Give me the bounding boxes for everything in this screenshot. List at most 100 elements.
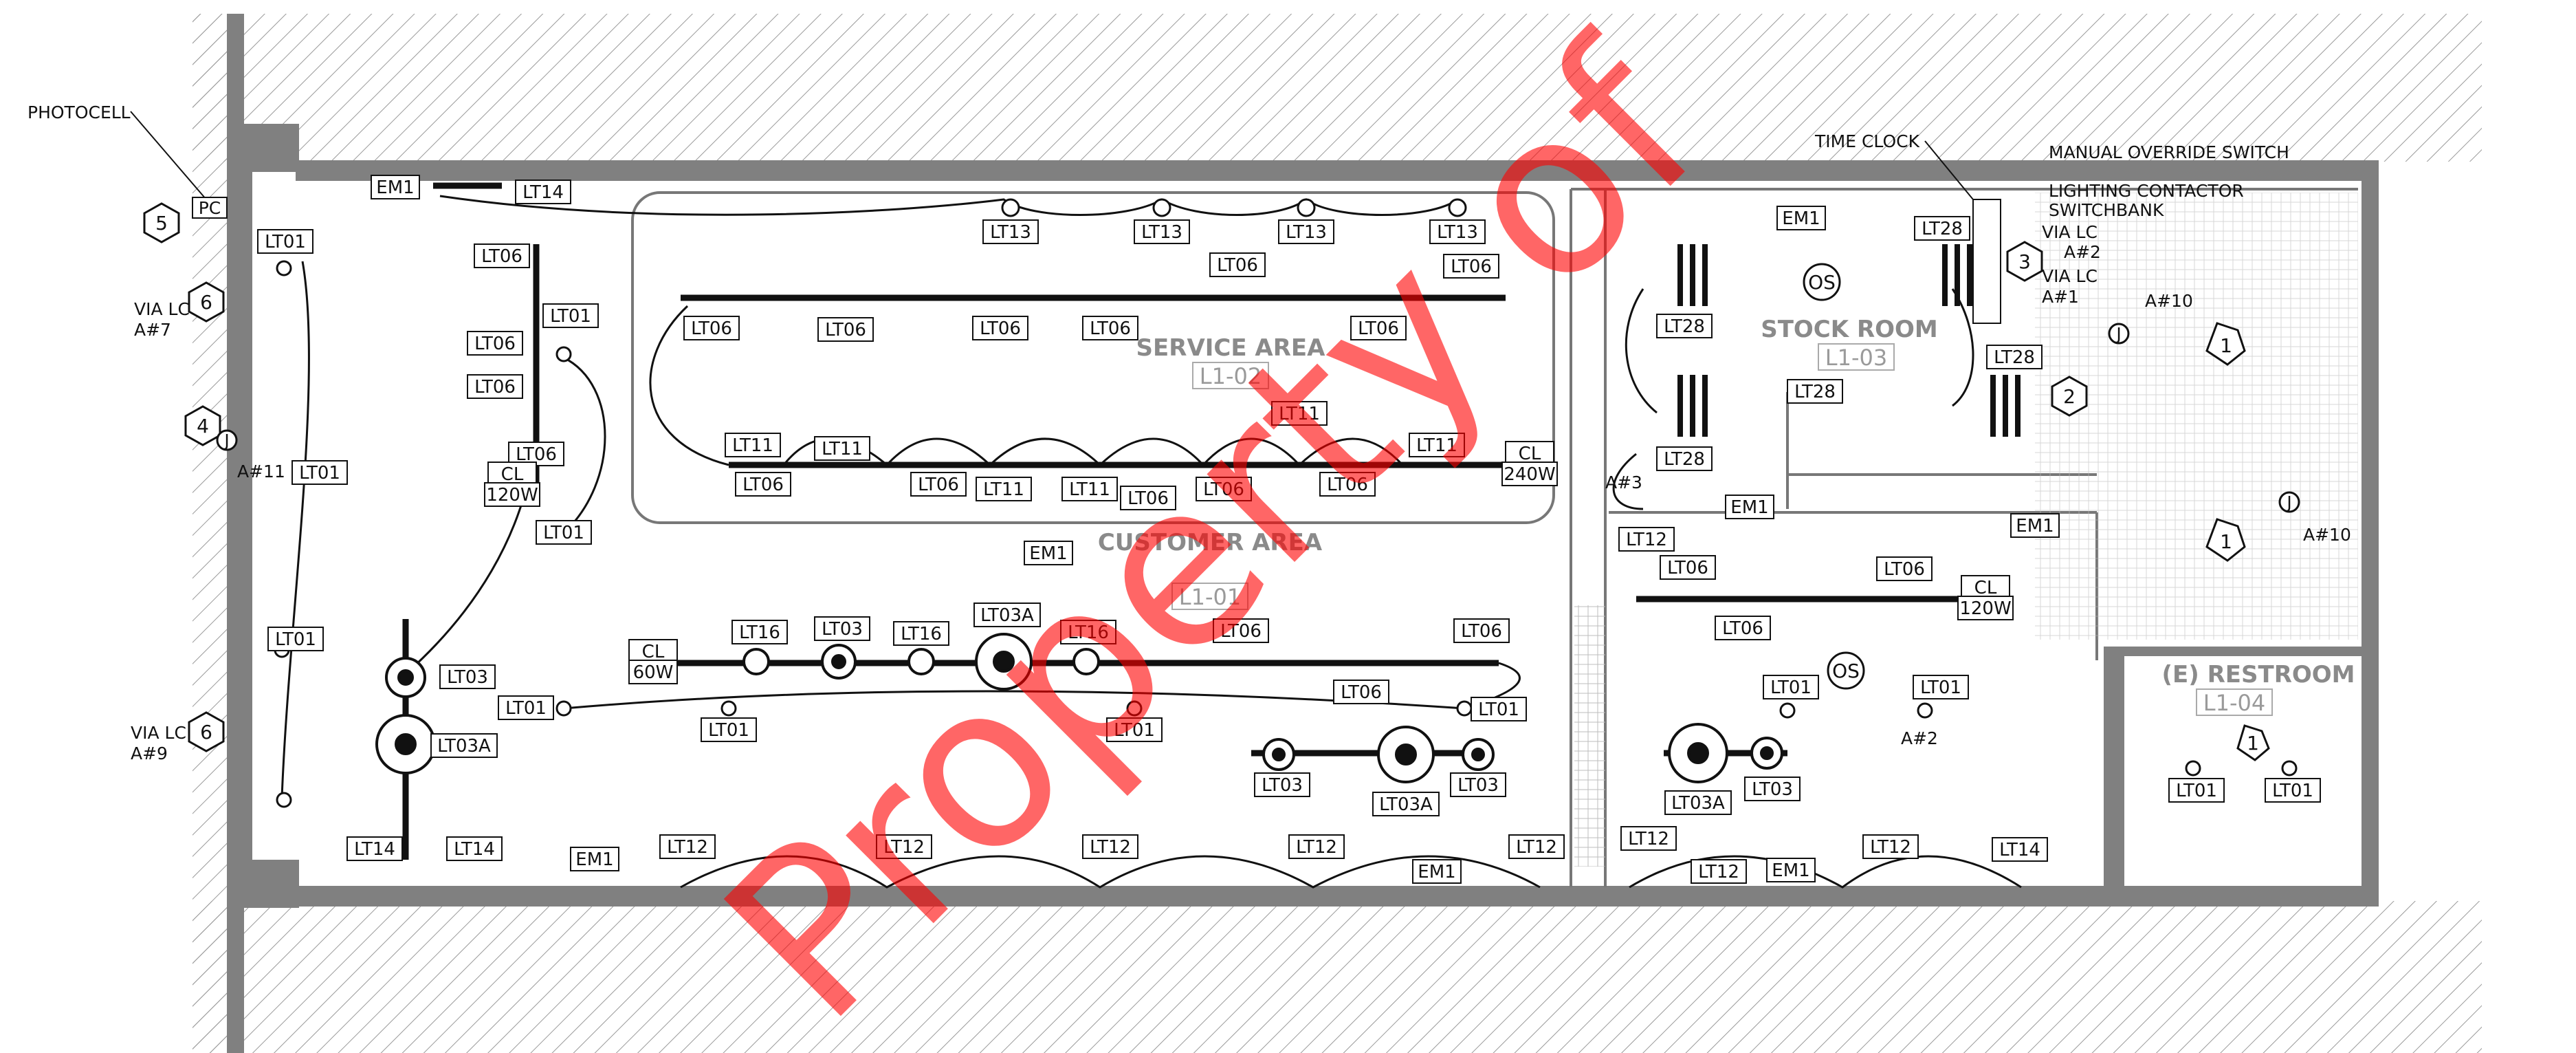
fixture-tag-box	[1656, 314, 1713, 338]
fixture-tag-box	[1120, 486, 1176, 510]
fixture-tag: LT28	[1994, 347, 2035, 368]
fixture-tag-box	[1715, 616, 1771, 640]
fixture-tag-box	[267, 627, 324, 651]
fixture-tag: LT16	[739, 622, 780, 643]
fixture-tag-box	[1992, 837, 2048, 862]
fixture-tag-box	[536, 520, 592, 545]
fixture-tag: LT01	[2176, 781, 2217, 801]
fixture-tag-box	[1450, 772, 1506, 797]
fixture-tag: LT06	[1884, 559, 1925, 580]
fixture-tag: LT03	[1457, 775, 1499, 796]
fixture-tag-box	[570, 847, 619, 871]
fixture-tag-box	[1254, 772, 1310, 797]
fixture-tag: LT01	[708, 720, 749, 741]
fixture-tag-box	[701, 717, 757, 742]
fixture-tag: LT11	[1279, 404, 1320, 424]
fixture-tag: LT06	[481, 246, 522, 267]
room-number-service-area: L1-02	[1200, 363, 1262, 389]
note-switchbank: SWITCHBANK	[2049, 200, 2164, 220]
fixture-tag-box	[1787, 379, 1843, 404]
fixture-tag-box	[474, 243, 530, 268]
fixture-tag: LT06	[474, 334, 516, 354]
fixture-tag-box	[814, 436, 870, 461]
fixture-tag-box	[1288, 834, 1345, 859]
fixture-tag: LT28	[1664, 316, 1705, 337]
fixture-tag: LT01	[1770, 677, 1812, 698]
fixture-tag: LT12	[1626, 530, 1667, 550]
fixture-tag-box	[1061, 477, 1118, 501]
fixture-tag: LT06	[474, 377, 516, 398]
fixture-tag: LT03A	[1671, 793, 1725, 814]
note-via-lc-a2: VIA LC	[2042, 222, 2098, 242]
fixture-tag-box	[1501, 462, 1558, 486]
fixture-tag-box	[976, 477, 1032, 501]
fixture-tag: LT06	[918, 475, 959, 495]
fixture-tag: LT06	[691, 318, 732, 339]
fixture-tag-box	[735, 472, 791, 497]
fixture-tag-box	[1443, 254, 1499, 279]
fixture-tag: EM1	[1772, 860, 1809, 881]
fixture-tag: LT28	[1922, 219, 1963, 239]
fixture-tag-box	[1409, 433, 1465, 457]
circuit-tag-6-bottom: 6	[200, 721, 212, 743]
fixture-tag: CL	[642, 642, 665, 662]
louver-fixtures	[1677, 244, 2021, 437]
fixture-tag-box	[1744, 777, 1801, 801]
fixture-tag-box	[515, 180, 571, 204]
note-a2-stock: A#2	[1901, 728, 1938, 748]
pentagon-tag-1-stock-lower: 1	[2220, 530, 2232, 553]
fixture-tag-box	[2265, 778, 2321, 803]
fixture-tag-box	[1082, 834, 1138, 859]
fixture-tag-box	[291, 460, 348, 485]
fixture-tag-box	[467, 374, 523, 399]
fixture-tag: LT14	[354, 839, 395, 860]
fixture-tag: LT03A	[1379, 794, 1433, 815]
fixture-tag: LT01	[550, 306, 591, 327]
fixture-tag-box	[725, 433, 781, 457]
fixture-tag-box	[1664, 790, 1732, 815]
fixture-tag-box	[1913, 675, 1969, 699]
fixture-tag-box	[1776, 206, 1826, 230]
fixture-tag-box	[498, 695, 554, 720]
room-number-restroom: L1-04	[2203, 690, 2265, 716]
junction-box-j-3: J	[2285, 492, 2291, 512]
fixture-tag: EM1	[2016, 516, 2054, 536]
circuit-tag-2: 2	[2063, 385, 2076, 408]
fixture-tag: LT01	[1920, 677, 1961, 698]
fixture-tag: LT12	[1628, 829, 1669, 849]
fixture-tag-box	[814, 616, 870, 641]
note-via-lc-a9: VIA LC	[131, 723, 186, 743]
junction-box-j-2: J	[2115, 324, 2121, 344]
pentagon-tag-1-stock: 1	[2220, 334, 2232, 357]
room-name-stock-room: STOCK ROOM	[1761, 316, 1938, 343]
fixture-tag: LT12	[883, 837, 925, 858]
fixture-tag: LT06	[1341, 682, 1382, 703]
fixture-tag: LT06	[1220, 621, 1262, 642]
note-a11: A#11	[237, 462, 285, 481]
fixture-tag: LT11	[732, 435, 773, 456]
fixture-tag-box	[876, 834, 932, 859]
fixture-tag-box	[1620, 826, 1677, 851]
room-number-customer-area: L1-01	[1179, 584, 1241, 610]
fixture-tag-box	[1862, 834, 1919, 859]
fixture-tag: EM1	[376, 177, 414, 198]
room-name-service-area: SERVICE AREA	[1136, 334, 1326, 362]
fixture-tag-box	[487, 462, 537, 486]
fixture-tag-box	[731, 620, 788, 644]
fixture-tag-box	[1333, 680, 1389, 704]
fixture-tag: LT11	[983, 479, 1024, 500]
fixture-tag: LT12	[1090, 837, 1131, 858]
fixture-tag-box	[1082, 316, 1138, 340]
fixture-tag: LT12	[667, 837, 708, 858]
fixture-tag-box	[1271, 401, 1328, 426]
note-lighting-contactor: LIGHTING CONTACTOR	[2049, 181, 2244, 201]
fixture-tag-box	[1213, 618, 1269, 643]
fixture-tag: 120W	[486, 485, 538, 506]
note-time-clock: TIME CLOCK	[1814, 131, 1920, 151]
note-via-lc-a7: VIA LC	[134, 299, 190, 319]
fixture-tag-box	[1505, 441, 1554, 466]
fixture-tag: LT06	[1203, 479, 1244, 500]
fixture-tag-box	[659, 834, 716, 859]
fixture-tag: LT13	[1141, 222, 1182, 243]
